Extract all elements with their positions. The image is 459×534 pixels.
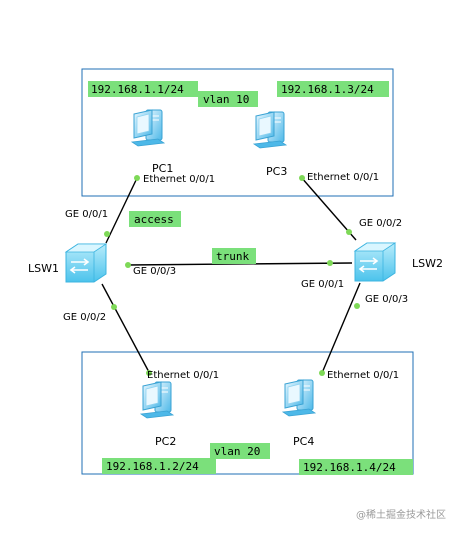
pc3-port-label: Ethernet 0/0/1 (307, 172, 379, 183)
pc1-port-label: Ethernet 0/0/1 (143, 174, 215, 185)
vlan10-tag: vlan 10 (198, 91, 258, 107)
port-dot (319, 370, 325, 376)
lsw2-label: LSW2 (412, 257, 443, 270)
watermark-text: @稀土掘金技术社区 (356, 508, 446, 521)
pc4-label: PC4 (293, 435, 314, 448)
pc2-icon[interactable] (140, 381, 174, 419)
pc4-icon[interactable] (282, 379, 316, 417)
lsw2-ge3-label: GE 0/0/3 (365, 294, 408, 305)
port-dot (327, 260, 333, 266)
svg-text:trunk: trunk (216, 250, 249, 263)
ip-tag-pc3: 192.168.1.3/24 (277, 81, 389, 97)
svg-text:192.168.1.1/24: 192.168.1.1/24 (91, 83, 184, 96)
svg-text:access: access (134, 213, 174, 226)
ip-tag-pc2: 192.168.1.2/24 (102, 458, 216, 474)
port-dot (146, 370, 152, 376)
port-dot (111, 304, 117, 310)
port-dot (104, 231, 110, 237)
lsw1-ge3-label: GE 0/0/3 (133, 266, 176, 277)
svg-text:192.168.1.4/24: 192.168.1.4/24 (303, 461, 396, 474)
access-tag: access (129, 211, 181, 227)
svg-text:vlan 10: vlan 10 (203, 93, 249, 106)
pc3-icon[interactable] (253, 111, 287, 149)
lsw2-ge1-label: GE 0/0/1 (301, 279, 344, 290)
lsw1-ge2-label: GE 0/0/2 (63, 312, 106, 323)
pc1-icon[interactable] (131, 109, 165, 147)
lsw1-label: LSW1 (28, 262, 59, 275)
port-dot (354, 303, 360, 309)
vlan20-area (81, 351, 414, 475)
pc1-label: PC1 (152, 162, 173, 175)
port-dot (125, 262, 131, 268)
svg-text:vlan 20: vlan 20 (214, 445, 260, 458)
pc4-port-label: Ethernet 0/0/1 (327, 370, 399, 381)
port-dot (134, 175, 140, 181)
port-dot (346, 229, 352, 235)
pc2-port-label: Ethernet 0/0/1 (147, 370, 219, 381)
lsw1-switch-icon[interactable] (65, 243, 107, 283)
ip-tag-pc1: 192.168.1.1/24 (88, 81, 198, 97)
link-pc1-lsw1 (105, 175, 139, 244)
lsw2-ge2-label: GE 0/0/2 (359, 218, 402, 229)
lsw1-ge1-label: GE 0/0/1 (65, 209, 108, 220)
trunk-tag: trunk (212, 248, 256, 264)
lsw2-switch-icon[interactable] (354, 242, 396, 282)
svg-text:192.168.1.2/24: 192.168.1.2/24 (106, 460, 199, 473)
ip-tag-pc4: 192.168.1.4/24 (299, 459, 413, 475)
pc2-label: PC2 (155, 435, 176, 448)
link-pc3-lsw2 (300, 176, 357, 241)
port-dot (299, 175, 305, 181)
pc3-label: PC3 (266, 165, 287, 178)
vlan10-area (81, 68, 394, 197)
link-lsw1-pc2 (101, 283, 151, 375)
vlan20-tag: vlan 20 (210, 443, 270, 459)
svg-text:192.168.1.3/24: 192.168.1.3/24 (281, 83, 374, 96)
link-lsw2-pc4 (321, 282, 361, 374)
